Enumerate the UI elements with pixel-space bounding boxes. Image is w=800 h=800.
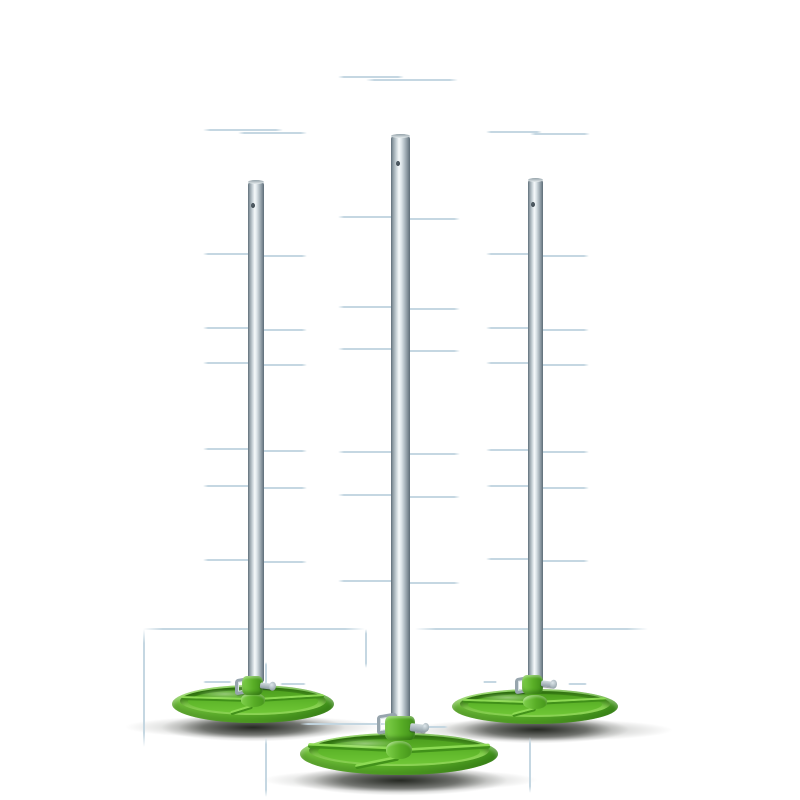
wire-ring-segment [280,683,306,685]
pole-hole-center [396,161,400,166]
pole-right [528,178,543,682]
wire-ring-segment [251,329,307,331]
tray-gloss-center [322,737,408,750]
wire-ring-segment [486,131,542,133]
pole-hole-left [251,203,255,208]
wire-ring-segment [203,327,259,329]
wire-ring-segment [396,496,460,498]
wire-ring-segment [532,364,589,366]
wire-ring-segment [338,451,404,453]
guide-rect-line-vertical [143,629,145,747]
wire-ring-segment [203,129,283,131]
wire-ring-segment [338,494,404,496]
pole-center [391,134,410,724]
wire-ring-segment [486,362,542,364]
wire-ring-segment [338,216,404,218]
wire-ring-segment [532,451,589,453]
wire-ring-segment [203,485,259,487]
wire-ring-segment [532,329,589,331]
wire-ring-segment [251,450,307,452]
wire-ring-segment [251,364,307,366]
drip-tray-right [452,689,618,724]
clamp-collar-right [522,675,543,694]
guide-rect-line-vertical [365,629,367,668]
wire-ring-segment [396,308,460,310]
wire-ring-segment [203,362,259,364]
wire-ring-segment [203,253,259,255]
wire-ring-segment [396,218,460,220]
wire-ring-segment [366,79,458,81]
wire-ring-segment [486,485,542,487]
guide-rect-line-vertical [529,737,531,793]
wire-ring-segment [396,582,460,584]
wire-ring-segment [238,132,307,134]
guide-rect-line-vertical [265,737,267,797]
wire-ring-segment [486,253,542,255]
tray-hub-right [523,695,547,709]
wire-ring-segment [251,487,307,489]
wire-ring-segment [338,306,404,308]
wire-ring-segment [396,350,460,352]
wire-ring-segment [203,681,232,683]
wire-ring-segment [568,683,587,685]
wire-ring-segment [203,559,259,561]
wire-ring-segment [338,76,404,78]
wire-ring-segment [532,560,589,562]
drip-tray-center [300,733,498,775]
wire-ring-segment [203,448,259,450]
clamp-collar-left [242,676,263,695]
wire-ring-segment [338,580,404,582]
wire-ring-segment [251,561,307,563]
wire-ring-segment [486,327,542,329]
tray-hub-center [386,741,412,759]
wire-ring-segment [486,558,542,560]
pole-hole-right [531,202,535,207]
tray-hub-left [241,693,265,707]
wire-ring-segment [486,449,542,451]
wire-ring-segment [483,681,497,683]
tray-gloss-right [472,692,544,703]
wire-ring-segment [532,487,589,489]
drip-tray-left [172,685,334,723]
wire-ring-segment [338,348,404,350]
wire-ring-segment [300,723,390,725]
pole-left [248,180,264,682]
wire-ring-segment [532,255,589,257]
wire-ring-segment [530,133,590,135]
wire-ring-segment [396,453,460,455]
guide-rect-line-vertical [265,662,267,685]
wire-ring-segment [251,255,307,257]
